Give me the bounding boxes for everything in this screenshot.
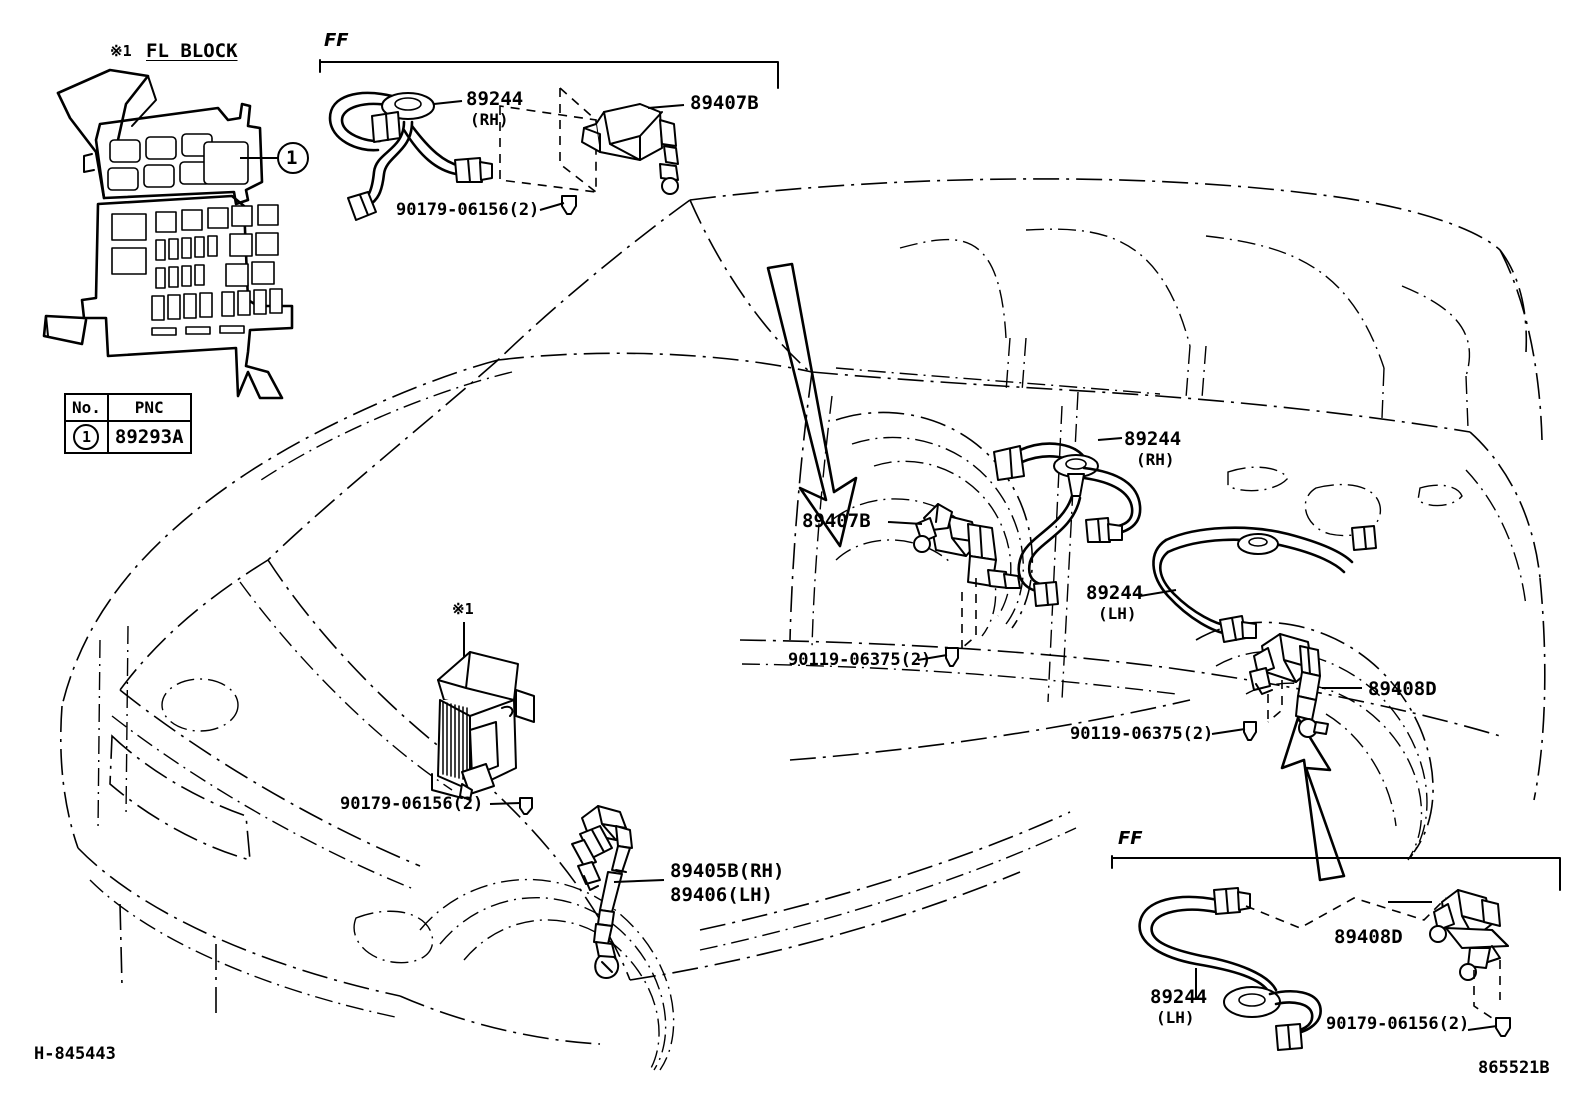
rear-harness-lh-side: (LH) <box>1098 604 1137 623</box>
inset-top-drawing <box>319 59 779 221</box>
rear-right-sensor-label: 89408D <box>1368 678 1437 700</box>
inset-top-harness-side: (RH) <box>470 110 509 129</box>
ecu-component <box>431 622 535 815</box>
front-sensor-rh-label: 89405B(RH) <box>670 860 785 882</box>
rear-bolt-label: 90119-06375(2) <box>1070 724 1214 744</box>
ecu-star-marker: ※1 <box>452 600 474 618</box>
front-sensor-lh-label: 89406(LH) <box>670 884 773 906</box>
inset-bottom-direction-marker: FF <box>1118 828 1143 849</box>
rear-left-sensor-label: 89407B <box>802 510 871 532</box>
pnc-table-cell-pnc: 89293A <box>106 420 192 454</box>
fl-block-drawing <box>42 68 309 400</box>
inset-bottom-bolt-label: 90179-06156(2) <box>1326 1014 1470 1034</box>
inset-top-direction-marker: FF <box>324 30 349 51</box>
mid-bolt-label: 90119-06375(2) <box>788 650 932 670</box>
inset-top-sensor-label: 89407B <box>690 92 759 114</box>
rear-harness-lh-label: 89244 <box>1086 582 1144 604</box>
rear-left-sensor-assembly <box>887 437 1142 667</box>
fl-block-star-marker: ※1 <box>110 42 132 60</box>
rear-harness-rh-label: 89244 <box>1124 428 1182 450</box>
pnc-table-cell-no: 1 <box>64 420 109 454</box>
vehicle-body-outline <box>60 178 1546 1071</box>
front-bolt-label: 90179-06156(2) <box>340 794 484 814</box>
pnc-table: No. PNC 1 89293A <box>64 393 192 454</box>
inset-bottom-harness-side: (LH) <box>1156 1008 1195 1027</box>
inset-bottom-harness-label: 89244 <box>1150 986 1208 1008</box>
fl-block-callout-number: 1 <box>286 147 298 169</box>
inset-top-bolt-label: 90179-06156(2) <box>396 200 540 220</box>
pnc-row-number-circle: 1 <box>73 424 100 450</box>
pnc-table-header-pnc: PNC <box>106 393 192 422</box>
rear-harness-rh-side: (RH) <box>1136 450 1175 469</box>
fl-block-title: FL BLOCK <box>146 40 238 62</box>
inset-bottom-drawing <box>1111 855 1561 1051</box>
front-height-sensor <box>571 805 665 979</box>
table-row: 1 89293A <box>64 420 192 454</box>
footer-right-code: 865521B <box>1478 1058 1550 1078</box>
inset-top-harness-label: 89244 <box>466 88 524 110</box>
inset-bottom-sensor-label: 89408D <box>1334 926 1403 948</box>
footer-left-code: H-845443 <box>34 1044 116 1064</box>
pnc-table-header-no: No. <box>64 393 109 422</box>
rear-right-sensor-assembly <box>1139 525 1377 741</box>
